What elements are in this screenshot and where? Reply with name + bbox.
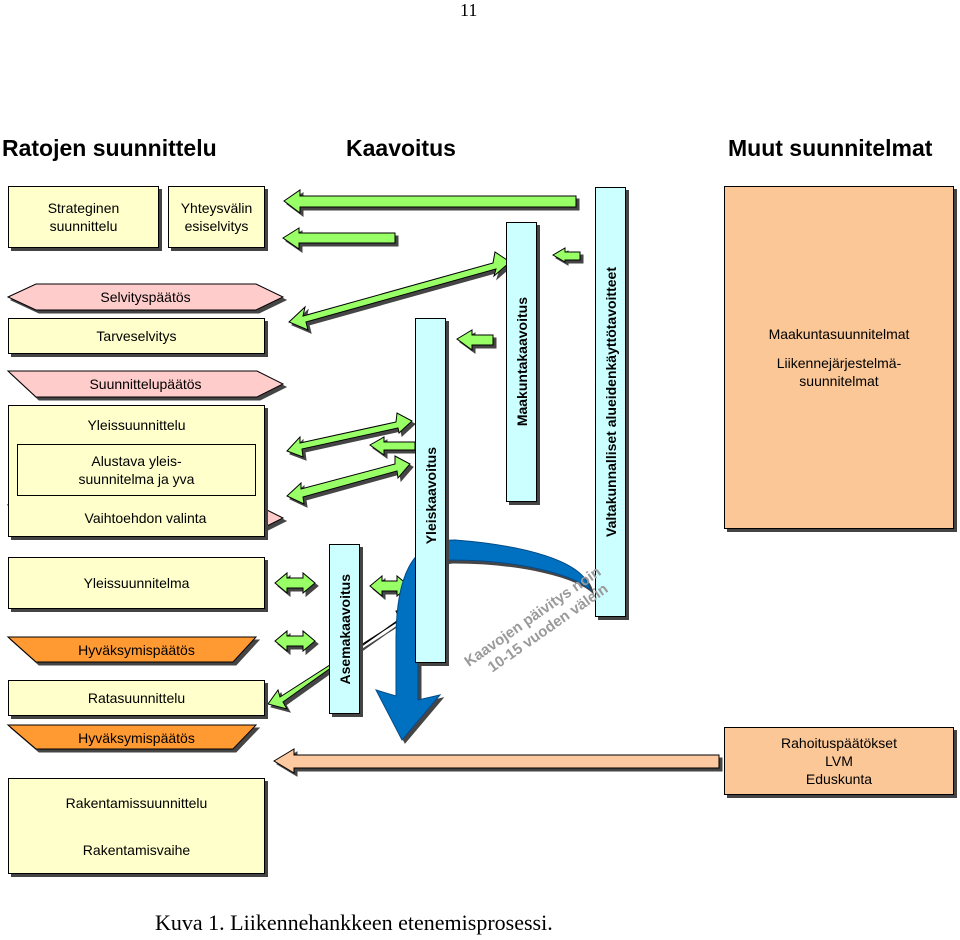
alustava-line2: suunnitelma ja yva <box>78 471 195 487</box>
heading-ratojen-suunnittelu: Ratojen suunnittelu <box>2 135 217 161</box>
rakentamisvaihe-label: Rakentamisvaihe <box>82 841 191 858</box>
rakentamissuunnittelu-label: Rakentamissuunnittelu <box>65 794 208 811</box>
asemakaavoitus-box: Asemakaavoitus <box>329 544 360 714</box>
selvityspaatos-shape <box>6 283 285 311</box>
arrow-diag-3 <box>286 455 411 505</box>
maakuntasuunnitelmat-box: Maakuntasuunnitelmat Liikennejärjestelmä… <box>724 186 954 529</box>
arrow-left-3 <box>552 247 581 263</box>
ratasuunnittelu-label: Ratasuunnittelu <box>87 690 186 706</box>
strateginen-suunnittelu-box: Strateginen suunnittelu <box>8 186 159 248</box>
valtakunnalliset-label: Valtakunnalliset alueidenkäyttötavoittee… <box>602 267 619 537</box>
page-number: 11 <box>460 0 478 20</box>
figure-caption: Kuva 1. Liikennehankkeen etenemisprosess… <box>155 910 553 935</box>
arrow-left-4 <box>456 329 494 351</box>
ratasuunnittelu-box: Ratasuunnittelu <box>8 680 265 716</box>
arrow-diag-1 <box>288 251 511 331</box>
arrow-left-2 <box>282 227 396 250</box>
tarveselvitys-box: Tarveselvitys <box>8 318 265 354</box>
arrow-diag-2 <box>286 412 413 458</box>
rakentamis-box: Rakentamissuunnittelu Rakentamisvaihe <box>8 778 265 874</box>
heading-muut-suunnitelmat: Muut suunnitelmat <box>728 135 933 161</box>
hyvaksymispaatos-2-label: Hyväksymispäätös <box>78 730 195 746</box>
vaihtoehdon-label: Vaihtoehdon valinta <box>84 510 207 526</box>
asemakaavoitus-label: Asemakaavoitus <box>336 573 353 685</box>
yleissuunnitelma-label: Yleissuunnitelma <box>83 575 190 591</box>
rahoitus-line1: Rahoituspäätökset <box>781 735 897 751</box>
rahoituspaatokset-box: Rahoituspäätökset LVM Eduskunta <box>724 727 954 795</box>
arrow-left-1 <box>283 189 577 214</box>
arrow-double-2 <box>274 629 316 653</box>
liikenne-line1: Liikennejärjestelmä- <box>776 355 902 371</box>
yleissuunnitelma-box: Yleissuunnitelma <box>8 557 265 609</box>
arrow-double-1 <box>274 571 316 595</box>
arrow-left-5 <box>369 436 416 456</box>
yhteysvalin-box: Yhteysvälin esiselvitys <box>168 186 265 248</box>
suunnittelupaatos-label: Suunnittelupäätös <box>89 376 202 392</box>
selvityspaatos-label: Selvityspäätös <box>100 289 191 305</box>
yleissuunnittelu-label: Yleissuunnittelu <box>87 417 186 433</box>
arrow-rahoitus <box>273 748 720 774</box>
alustava-line1: Alustava yleis- <box>91 453 182 469</box>
heading-kaavoitus: Kaavoitus <box>346 135 456 161</box>
tarveselvitys-label: Tarveselvitys <box>96 328 177 344</box>
hyvaksymispaatos-2-shape <box>6 724 258 750</box>
yleiskaavoitus-label: Yleiskaavoitus <box>422 446 439 544</box>
rahoitus-line3: Eduskunta <box>805 771 873 787</box>
valtakunnalliset-box: Valtakunnalliset alueidenkäyttötavoittee… <box>595 187 626 617</box>
rahoitus-line2: LVM <box>825 753 853 769</box>
maakuntakaavoitus-box: Maakuntakaavoitus <box>506 222 537 502</box>
hyvaksymispaatos-1-shape <box>6 636 258 663</box>
maakuntakaavoitus-label: Maakuntakaavoitus <box>513 297 530 427</box>
suunnittelupaatos-shape <box>6 370 285 398</box>
strateginen-suunnittelu-label: Strateginen suunnittelu <box>47 200 120 234</box>
maakuntasuunnitelmat-label: Maakuntasuunnitelmat <box>768 326 910 342</box>
hyvaksymispaatos-1-label: Hyväksymispäätös <box>78 642 195 658</box>
yhteysvalin-label: Yhteysvälin esiselvitys <box>180 200 253 234</box>
alustava-box: Alustava yleis- suunnitelma ja yva <box>17 444 256 496</box>
liikenne-line2: suunnitelmat <box>799 373 879 389</box>
yleiskaavoitus-box: Yleiskaavoitus <box>415 318 446 663</box>
